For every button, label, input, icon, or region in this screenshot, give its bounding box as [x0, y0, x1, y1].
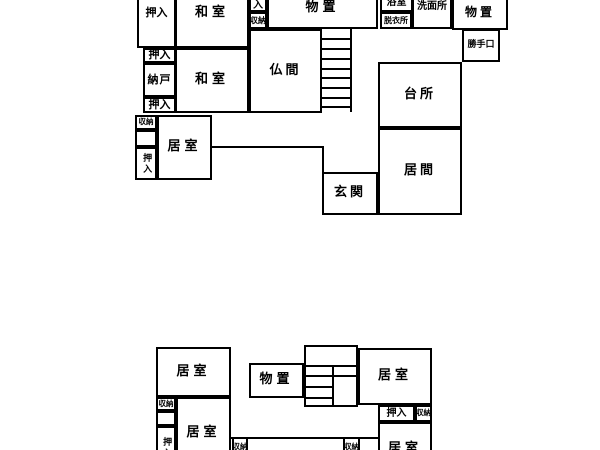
floor1-corridor-south-wall [212, 146, 324, 148]
floor2-room-oshiire-vert: 押入 [156, 426, 176, 450]
floor1-stair-rung-4 [322, 68, 352, 70]
floor1-room-label-katteguchi: 勝手口 [467, 40, 495, 51]
floor2-room-label-kyoshitsu-se: 居室 [387, 440, 422, 450]
floor1-stair-rung-5 [322, 77, 352, 79]
floor1-room-oshiire-mini: 入 [249, 0, 267, 12]
floor1-room-label-butsuma: 仏間 [269, 62, 302, 78]
floor2-room-monooki: 物置 [249, 363, 304, 398]
floor1-room-label-datsuisho: 脱衣所 [384, 15, 408, 25]
floor1-stair-right-rail [350, 29, 352, 112]
floor2-room-shuno-e: 収納 [415, 405, 432, 422]
floor1-room-shuno-west: 収納 [135, 115, 157, 130]
floor1-room-label-monooki-center: 物置 [305, 0, 340, 16]
floor1-room-kyoshitsu: 居室 [157, 115, 212, 180]
floor2-room-label-shuno-w: 収納 [158, 398, 174, 408]
floor1-room-daidokoro: 台所 [378, 62, 462, 128]
floor1-room-monooki-center: 物置 [267, 0, 378, 29]
floor1-room-label-nando: 納戸 [147, 72, 172, 86]
floor1-room-label-washitsu-south: 和室 [194, 72, 229, 88]
floor1-room-label-genkan: 玄関 [333, 185, 366, 201]
floor1-room-label-kyoshitsu: 居室 [167, 139, 202, 155]
floor1-room-label-shuno-west: 収納 [138, 117, 154, 127]
floor1-room-label-daidokoro: 台所 [403, 86, 436, 102]
floor1-room-oshiire-2: 押入 [143, 48, 176, 63]
floor2-room-label-monooki: 物置 [259, 372, 294, 388]
floor2-stair-rung-full-2 [304, 375, 358, 377]
floor1-genkan-connector-wall [322, 146, 324, 174]
floor2-stair-rung-full-1 [304, 365, 358, 367]
floor2-room-label-oshiire-vert: 押入 [161, 437, 172, 450]
floor2-corridor-south-wall [230, 437, 378, 439]
floor1-stair-rung-3 [322, 58, 352, 60]
floor1-room-closet-blank [135, 130, 157, 147]
floor1-room-ima: 居間 [378, 128, 462, 215]
floor1-room-shuno-mini: 収納 [249, 12, 267, 29]
floor1-stair-rung-7 [322, 97, 352, 99]
floor1-room-washitsu-north: 和室 [175, 0, 249, 48]
floor1-room-label-oshiire-2: 押入 [148, 48, 171, 62]
floor1-room-oshiire-3: 押入 [143, 97, 176, 113]
floor2-room-kyoshitsu-se: 居室 [378, 422, 432, 450]
floor1-room-oshiire-vert: 押入 [135, 147, 157, 180]
floor1-stair-rung-6 [322, 87, 352, 89]
floor2-room-label-kyoshitsu-sw: 居室 [186, 425, 221, 441]
floor1-room-nando: 納戸 [143, 63, 176, 97]
floor1-room-label-oshiire-mini: 入 [253, 0, 263, 12]
floor2-room-label-shuno-s1: 収納 [232, 442, 248, 450]
floor2-room-oshiire-e: 押入 [378, 405, 415, 422]
floor1-room-label-ima: 居間 [403, 163, 436, 179]
floor1-room-katteguchi: 勝手口 [462, 29, 500, 62]
floor2-room-label-kyoshitsu-ne: 居室 [377, 368, 412, 384]
floor2-stair-rung-left-1 [304, 386, 332, 388]
floor2-room-label-oshiire-e: 押入 [386, 407, 407, 419]
floor1-room-label-senmenjo: 洗面所 [417, 0, 447, 12]
floor1-room-label-washitsu-north: 和室 [194, 4, 229, 20]
floor2-stair-rung-left-2 [304, 397, 332, 399]
floor2-room-label-shuno-e: 収納 [416, 408, 431, 418]
floor1-room-label-monooki-east: 物置 [464, 5, 495, 20]
floor1-room-label-oshiire-vert: 押入 [141, 152, 152, 175]
floor2-room-label-kyoshitsu-nw: 居室 [176, 363, 211, 379]
floor1-room-label-shuno-mini: 収納 [250, 15, 266, 25]
floor1-stair-rung-1 [322, 38, 352, 40]
floor1-room-washitsu-south: 和室 [175, 48, 249, 113]
floor1-room-genkan: 玄関 [322, 172, 378, 215]
floor1-stair-rung-8 [322, 106, 352, 108]
floor1-room-butsuma: 仏間 [249, 29, 322, 113]
floor1-room-label-oshiire-top: 押入 [145, 5, 168, 19]
floor2-room-closet-blank [156, 411, 176, 426]
floor2-room-label-shuno-s2: 収納 [344, 442, 359, 450]
floor1-room-datsuisho: 脱衣所 [380, 12, 412, 29]
floor2-stair-divider [332, 365, 334, 407]
floor1-room-label-yokushitsu: 浴室 [386, 0, 407, 9]
floor2-room-kyoshitsu-nw: 居室 [156, 347, 231, 397]
floor1-room-senmenjo: 洗面所 [412, 0, 452, 29]
floor1-room-label-oshiire-3: 押入 [148, 97, 171, 111]
floor1-stair-rung-2 [322, 48, 352, 50]
floor2-room-kyoshitsu-sw: 居室 [176, 397, 231, 450]
floor2-room-shuno-w: 収納 [156, 397, 176, 411]
floor2-room-kyoshitsu-ne: 居室 [358, 348, 432, 405]
